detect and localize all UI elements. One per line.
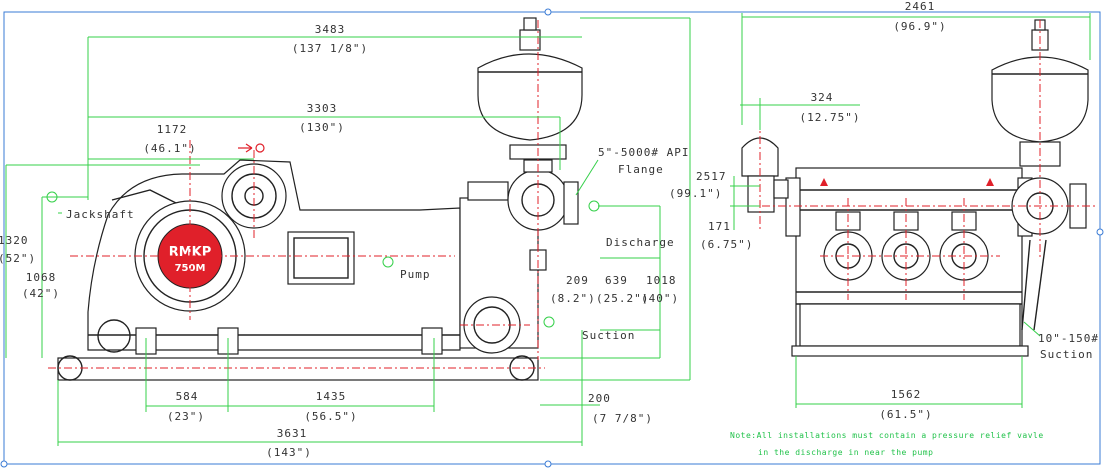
dim-1018-inch: (40") — [641, 292, 679, 305]
label-jackshaft: Jackshaft — [66, 208, 135, 221]
label-suction: Suction — [582, 329, 635, 342]
dim-1018-mm: 1018 — [646, 274, 677, 287]
dim-209-inch: (8.2") — [550, 292, 596, 305]
dim-1172-mm: 1172 — [157, 123, 188, 136]
dim-2461-mm: 2461 — [905, 0, 936, 13]
dim-171-mm: 171 — [708, 220, 731, 233]
dim-1320-inch: (52") — [0, 252, 36, 265]
dim-2517-inch: (99.1") — [669, 187, 722, 200]
dim-3483-inch: (137 1/8") — [292, 42, 368, 55]
dim-584-inch: (23") — [167, 410, 205, 423]
dim-3303-mm: 3303 — [307, 102, 338, 115]
dim-1562-inch: (61.5") — [879, 408, 932, 421]
side-view: RMKP 750M — [5, 17, 691, 446]
label-suction-side: Suction — [1040, 348, 1093, 361]
dim-1435-mm: 1435 — [316, 390, 347, 403]
dim-1172-inch: (46.1") — [143, 142, 196, 155]
dim-3483-mm: 3483 — [315, 23, 346, 36]
dim-584-mm: 584 — [176, 390, 199, 403]
dim-3631-mm: 3631 — [277, 427, 308, 440]
frame-handle — [544, 460, 552, 468]
dim-639-mm: 639 — [605, 274, 628, 287]
dim-3303-inch: (130") — [299, 121, 345, 134]
frame-handle — [0, 460, 8, 468]
dim-171-inch: (6.75") — [700, 238, 753, 251]
dim-1320-mm: 1320 — [0, 234, 29, 247]
dim-639-inch: (25.2") — [596, 292, 649, 305]
front-view — [730, 13, 1095, 408]
label-flange-line1: 5"-5000# API — [598, 146, 689, 159]
dim-3631-inch: (143") — [266, 446, 312, 459]
dim-200-mm: 200 — [588, 392, 611, 405]
note-line1: Note:All installations must contain a pr… — [730, 431, 1044, 440]
dim-1562-mm: 1562 — [891, 388, 922, 401]
note-line2: in the discharge in near the pump — [758, 448, 933, 457]
dim-324-mm: 324 — [811, 91, 834, 104]
dim-2461-inch: (96.9") — [893, 20, 946, 33]
drawing-border — [3, 11, 1101, 465]
label-pump: Pump — [400, 268, 431, 281]
dim-324-inch: (12.75") — [800, 111, 861, 124]
frame-handle — [544, 8, 552, 16]
label-flange-line2: Flange — [618, 163, 664, 176]
label-suction-size: 10"-150# — [1038, 332, 1099, 345]
dim-2517-mm: 2517 — [696, 170, 727, 183]
dim-1435-inch: (56.5") — [304, 410, 357, 423]
dim-209-mm: 209 — [566, 274, 589, 287]
label-discharge: Discharge — [606, 236, 675, 249]
dim-200-inch: (7 7/8") — [592, 412, 653, 425]
frame-handle — [1096, 228, 1104, 236]
dim-1068-inch: (42") — [22, 287, 60, 300]
dim-1068-mm: 1068 — [26, 271, 57, 284]
